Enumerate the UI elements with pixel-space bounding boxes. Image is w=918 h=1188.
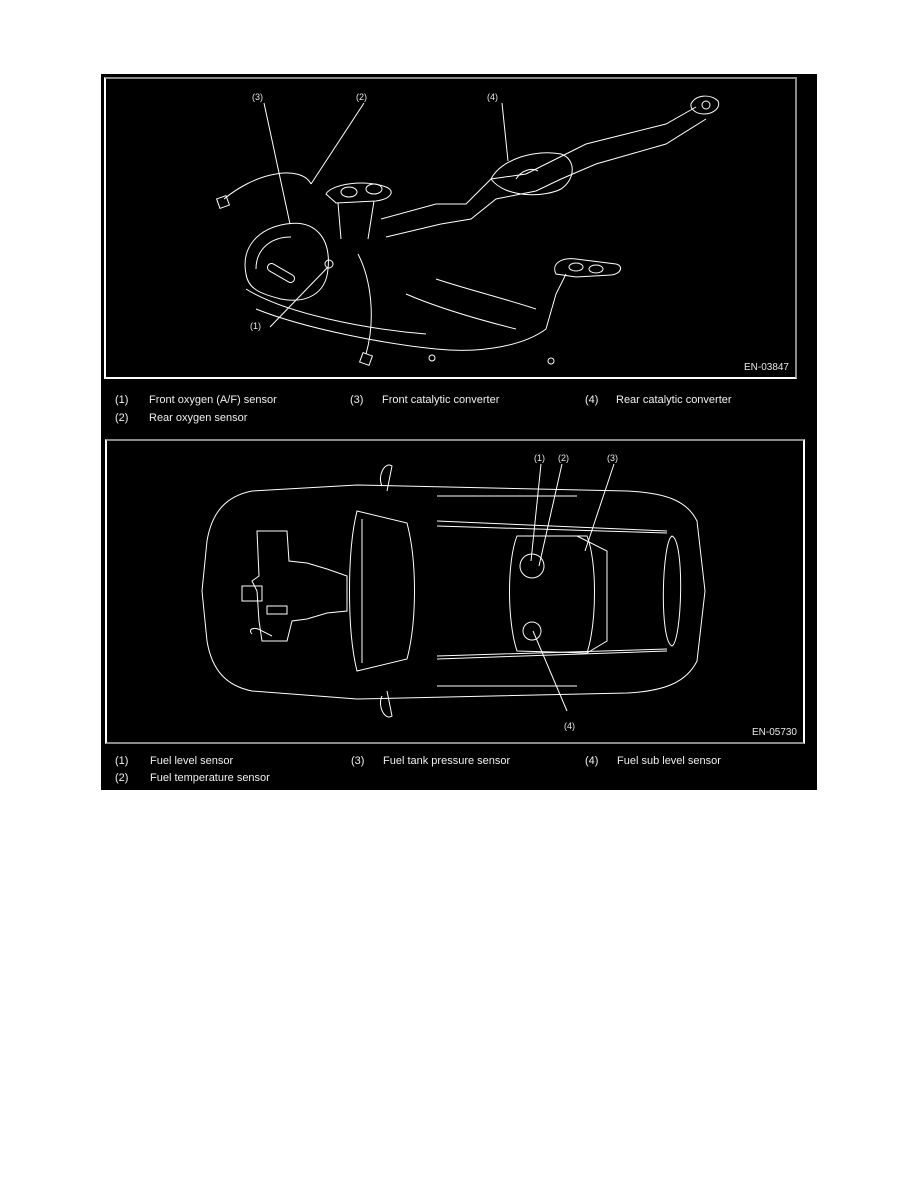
figure-id: EN-03847 — [743, 362, 789, 373]
callout-3: (3) — [607, 453, 618, 463]
figure-id: EN-05730 — [751, 727, 797, 738]
vehicle-topview-illustration — [201, 463, 706, 718]
callout-4: (4) — [487, 92, 498, 102]
diagram-page-block: (3) (2) (4) (1) EN-03847 (1) Front oxyge… — [101, 74, 817, 790]
callout-2: (2) — [356, 92, 367, 102]
exhaust-diagram-frame: (3) (2) (4) (1) EN-03847 — [104, 77, 797, 379]
callout-4: (4) — [564, 721, 575, 731]
callout-2: (2) — [558, 453, 569, 463]
exhaust-system-illustration — [215, 95, 720, 367]
fuel-system-diagram-frame: (1) (2) (3) (4) EN-05730 — [105, 439, 805, 744]
callout-1: (1) — [534, 453, 545, 463]
callout-1: (1) — [250, 321, 261, 331]
callout-3: (3) — [252, 92, 263, 102]
